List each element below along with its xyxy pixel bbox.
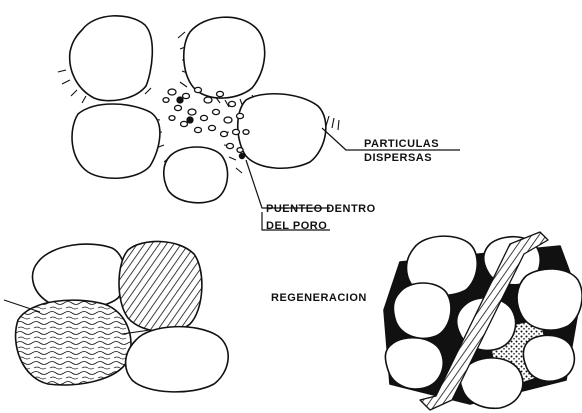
- grain-br-6: [385, 338, 443, 389]
- label-del-poro: DEL PORO: [266, 220, 327, 232]
- label-regeneracion: REGENERACION: [271, 292, 367, 304]
- grain-br-8: [523, 335, 574, 381]
- bottom-right-diagram: [384, 232, 582, 410]
- grain-bl-scribbled: [16, 300, 131, 385]
- bottom-left-diagram: [4, 241, 228, 391]
- grain-top-right: [184, 17, 265, 98]
- grain-br-3: [393, 283, 451, 338]
- grain-bottom-center: [164, 147, 228, 203]
- top-pore-diagram: [58, 16, 460, 230]
- grain-bl-dark: [119, 241, 202, 331]
- grain-bl-right: [126, 327, 229, 392]
- grain-middle-right: [238, 94, 326, 169]
- grain-br-4: [517, 269, 582, 330]
- grain-bl-top: [33, 244, 125, 308]
- label-dispersas: DISPERSAS: [364, 152, 432, 164]
- grain-middle-left: [72, 104, 160, 178]
- grain-top-left: [70, 16, 153, 101]
- label-particulas: PARTICULAS: [364, 138, 439, 150]
- label-puenteo-dentro: PUENTEO DENTRO: [266, 203, 376, 215]
